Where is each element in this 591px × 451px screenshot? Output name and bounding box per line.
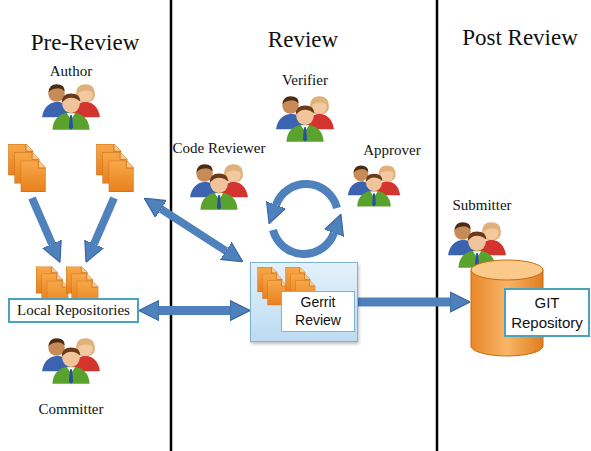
flow-arrow	[159, 306, 230, 315]
flow-arrow	[161, 209, 226, 251]
document-stack	[8, 144, 46, 192]
document-stack	[96, 144, 134, 192]
code-reviewer-icon	[190, 164, 248, 209]
role-label: Committer	[39, 401, 104, 418]
flow-arrow	[32, 198, 52, 244]
repository-cylinder: GIT Repository	[470, 258, 591, 358]
flow-arrow	[358, 298, 450, 307]
node-label: Gerrit Review	[281, 291, 355, 332]
role-label: Submitter	[452, 197, 511, 214]
role-label: Author	[50, 63, 93, 80]
role-label: Verifier	[282, 72, 328, 89]
repository-box: Local Repositories	[8, 298, 139, 323]
column-divider	[170, 0, 173, 451]
author-icon	[42, 84, 100, 129]
cycle-arrow	[276, 184, 337, 208]
verifier-icon	[276, 96, 334, 141]
column-heading: Post Review	[462, 25, 578, 51]
role-label: Code Reviewer	[173, 140, 266, 157]
approver-icon	[348, 165, 400, 206]
committer-icon	[42, 338, 100, 383]
column-heading: Review	[268, 27, 338, 53]
review-box: Gerrit Review	[250, 262, 358, 342]
node-label: Local Repositories	[17, 302, 130, 319]
cycle-arrow	[273, 230, 334, 254]
flow-arrow	[94, 198, 114, 244]
role-label: Approver	[363, 142, 420, 159]
column-divider	[436, 0, 439, 451]
column-heading: Pre-Review	[31, 30, 140, 56]
node-label: GIT Repository	[504, 288, 590, 337]
